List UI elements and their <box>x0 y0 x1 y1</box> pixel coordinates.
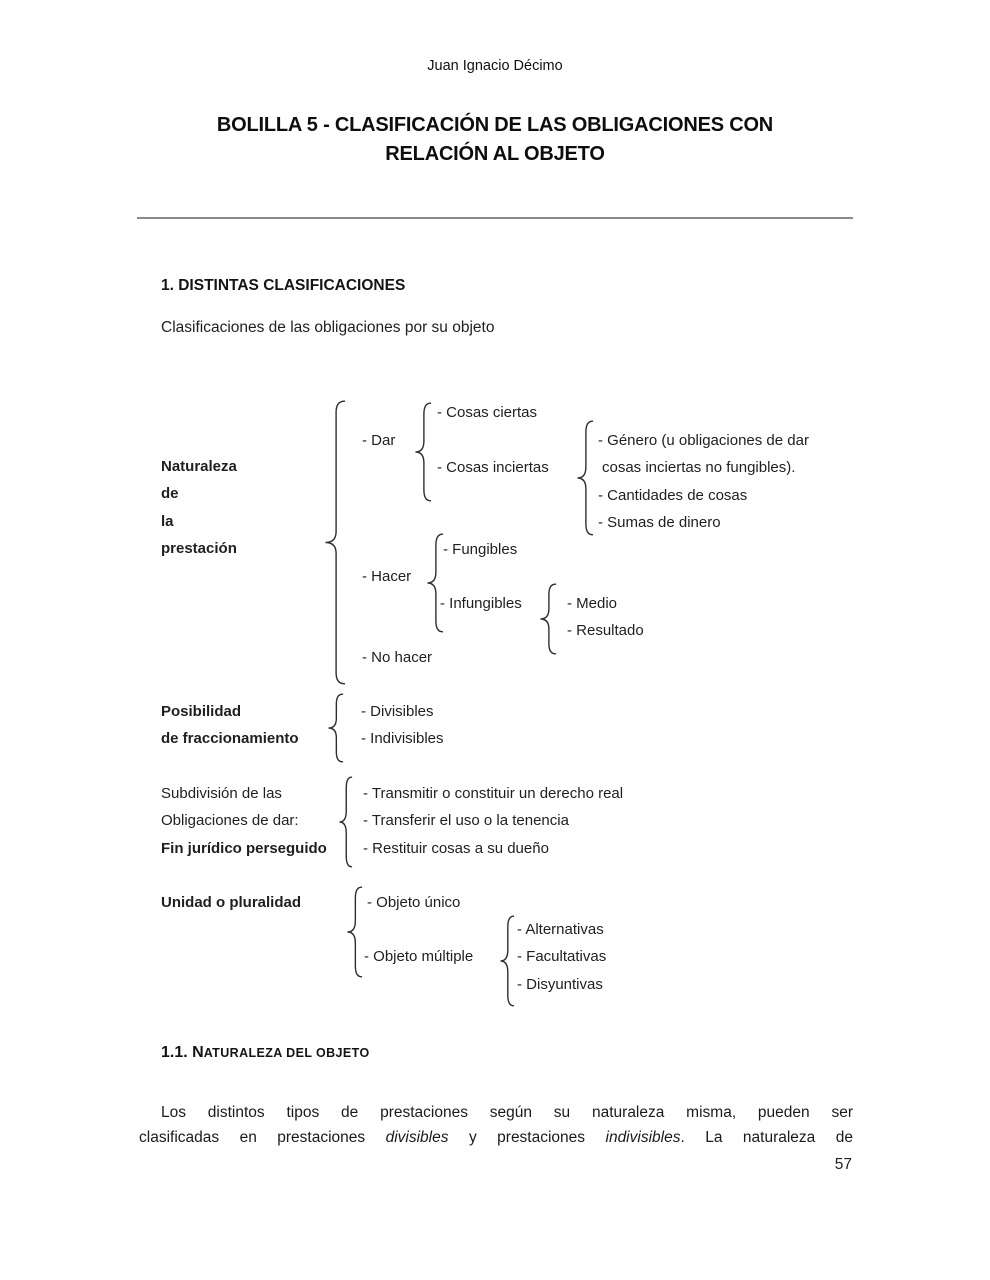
item-medio: - Medio <box>567 595 618 612</box>
section-1-intro: Clasificaciones de las obligaciones por … <box>161 319 495 336</box>
brace-infungibles <box>539 583 557 655</box>
brace-dar <box>414 402 432 502</box>
brace-posibilidad <box>327 693 344 763</box>
label-naturaleza: Naturaleza de la prestación <box>161 458 237 558</box>
item-genero-line1: - Género (u obligaciones de dar <box>598 432 809 449</box>
section-1-1-heading: 1.1. NATURALEZA DEL OBJETO <box>161 1044 370 1062</box>
item-no-hacer: - No hacer <box>362 649 433 666</box>
item-dar: - Dar <box>362 432 396 449</box>
classification-diagram: Naturaleza de la prestación - Dar - Cosa… <box>0 390 990 1020</box>
para-line1: Los distintos tipos de prestaciones segú… <box>161 1103 853 1121</box>
item-cosas-inciertas: - Cosas inciertas <box>437 459 549 476</box>
label-posibilidad: Posibilidad de fraccionamiento <box>161 703 299 748</box>
para-line2c: . La naturaleza de <box>680 1129 853 1146</box>
item-cosas-ciertas: - Cosas ciertas <box>437 404 538 421</box>
section-1-heading: 1. DISTINTAS CLASIFICACIONES <box>161 277 406 294</box>
document-author: Juan Ignacio Décimo <box>427 58 563 74</box>
page-number: 57 <box>834 1156 852 1173</box>
page-title-line-2: RELACIÓN AL OBJETO <box>385 143 605 165</box>
item-indivisibles: - Indivisibles <box>361 730 444 748</box>
brace-cosas-inciertas <box>576 420 594 536</box>
item-sumas: - Sumas de dinero <box>598 514 721 532</box>
item-hacer: - Hacer <box>362 568 412 585</box>
item-transmitir: - Transmitir o constituir un derecho rea… <box>363 785 624 802</box>
para-italic-indivisibles: indivisibles <box>605 1129 681 1146</box>
item-resultado: - Resultado <box>567 622 644 640</box>
page-title-line-1: BOLILLA 5 - CLASIFICACIÓN DE LAS OBLIGAC… <box>216 114 774 136</box>
brace-objeto-multiple <box>499 915 515 1007</box>
brace-hacer <box>426 533 444 633</box>
item-transferir: - Transferir el uso o la tenencia <box>363 812 569 830</box>
item-disyuntivas: - Disyuntivas <box>517 975 603 993</box>
item-divisibles: - Divisibles <box>361 703 434 720</box>
item-multiple-group: - Alternativas - Facultativas - Disyunti… <box>517 916 606 998</box>
heading-number: 1.1. N <box>161 1044 204 1061</box>
brace-subdivision <box>338 776 353 868</box>
item-objeto-unico: - Objeto único <box>367 894 461 911</box>
para-line2a: clasificadas en prestaciones <box>139 1129 386 1146</box>
item-medio-group: - Medio - Resultado <box>567 590 644 645</box>
item-facultativas: - Facultativas <box>517 948 607 966</box>
item-objeto-multiple: - Objeto múltiple <box>364 948 474 965</box>
item-subdivision-group: - Transmitir o constituir un derecho rea… <box>363 780 623 862</box>
brace-unidad <box>346 886 363 978</box>
item-alternativas: - Alternativas <box>517 921 604 938</box>
item-cantidades: - Cantidades de cosas <box>598 486 748 504</box>
item-genero-line2: cosas inciertas no fungibles). <box>602 459 796 477</box>
label-unidad: Unidad o pluralidad <box>161 894 302 911</box>
label-subdivision: Subdivisión de las Obligaciones de dar: … <box>161 785 327 857</box>
item-divisibles-group: - Divisibles - Indivisibles <box>361 698 444 753</box>
item-restituir: - Restituir cosas a su dueño <box>363 839 549 857</box>
brace-naturaleza <box>324 400 346 685</box>
horizontal-rule <box>137 217 853 219</box>
item-infungibles: - Infungibles <box>440 595 522 612</box>
para-italic-divisibles: divisibles <box>385 1129 449 1146</box>
body-paragraph: Los distintos tipos de prestaciones segú… <box>139 1100 853 1151</box>
item-genero-group: - Género (u obligaciones de dar cosas in… <box>598 427 809 537</box>
heading-smallcaps: ATURALEZA DEL OBJETO <box>203 1046 370 1060</box>
para-line2b: y prestaciones <box>448 1129 606 1146</box>
item-fungibles: - Fungibles <box>443 541 518 558</box>
page-title: BOLILLA 5 - CLASIFICACIÓN DE LAS OBLIGAC… <box>0 111 990 169</box>
